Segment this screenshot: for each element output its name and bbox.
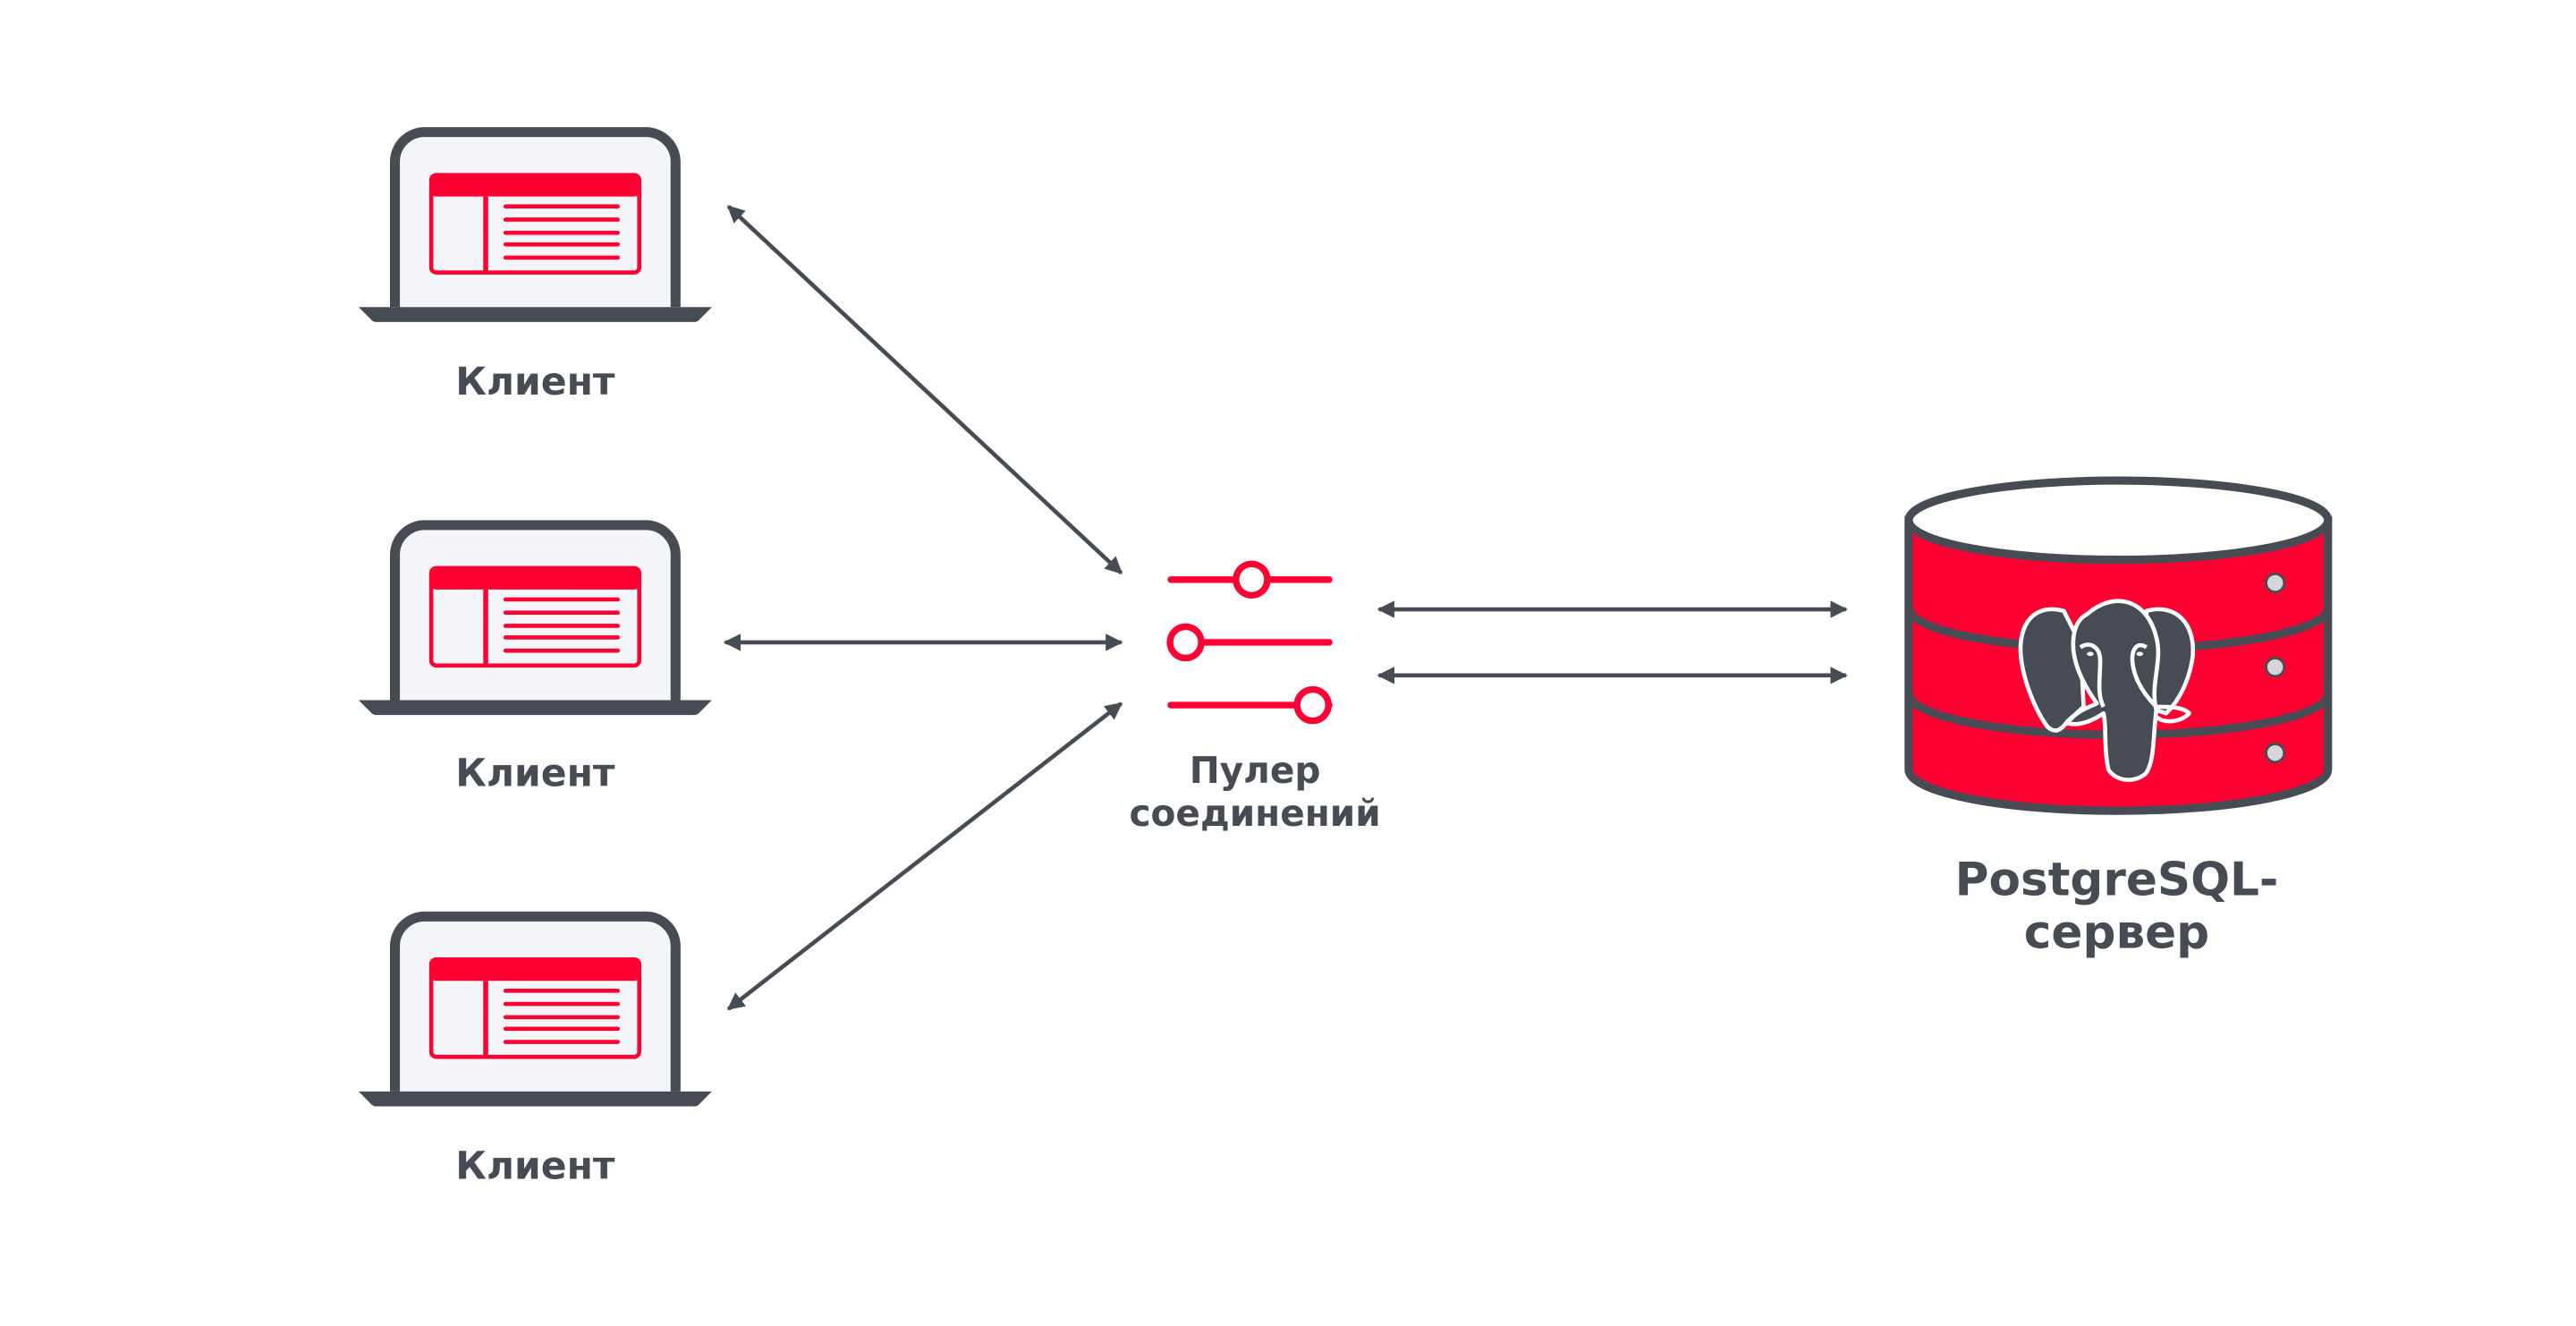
pooler-label-line1: Пулер	[1190, 749, 1321, 792]
server-label-line1: PostgreSQL-	[1955, 853, 2279, 906]
laptop-icon	[359, 132, 712, 322]
pooler-label-line2: соединений	[1129, 792, 1380, 835]
arrow-client3-pooler	[726, 701, 1123, 1011]
sliders-icon	[1166, 560, 1333, 725]
client-label: Клиент	[455, 361, 615, 404]
arrow-client1-pooler	[726, 205, 1123, 575]
elephant-icon	[2018, 599, 2196, 782]
client-label: Клиент	[455, 752, 615, 795]
client-1: Клиент	[359, 132, 712, 404]
pooler: Пулер соединений	[1129, 560, 1381, 835]
client-2: Клиент	[359, 525, 712, 795]
postgresql-server: PostgreSQL- сервер	[1904, 476, 2333, 959]
client-3: Клиент	[359, 916, 712, 1189]
server-label-line2: сервер	[2024, 905, 2209, 959]
laptop-icon	[359, 916, 712, 1106]
client-label: Клиент	[455, 1145, 615, 1189]
laptop-icon	[359, 525, 712, 715]
database-postgresql-icon	[1904, 476, 2333, 815]
